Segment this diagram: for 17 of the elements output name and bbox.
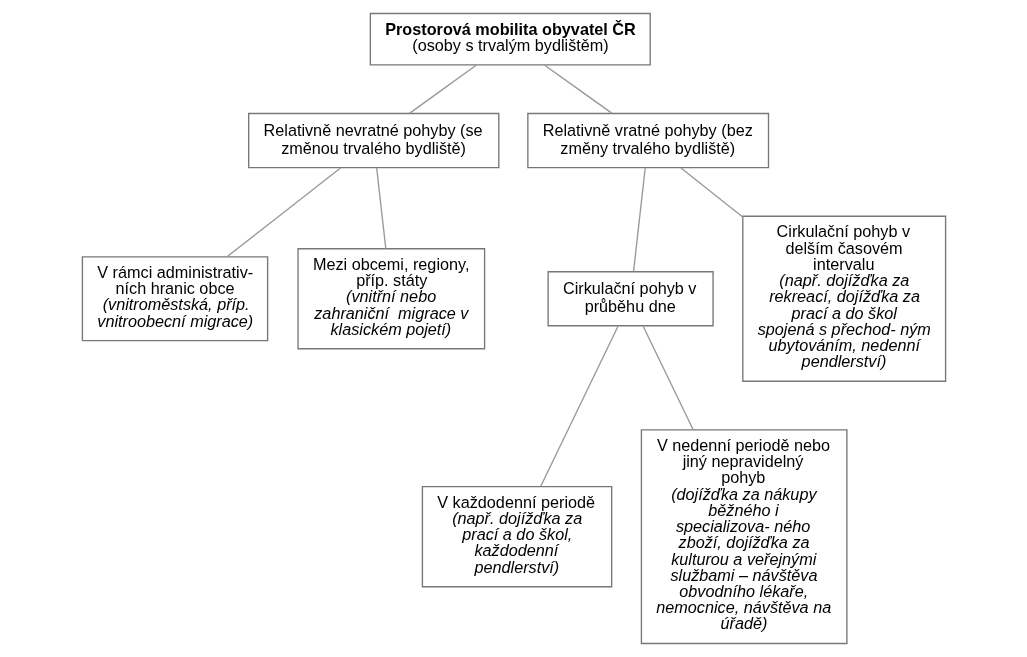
connector (632, 167, 646, 272)
connector (225, 167, 341, 258)
connector (642, 325, 694, 431)
connector (539, 325, 619, 487)
node-box: Prostorová mobilita obyvatel ČR (osoby s trvalým bydlištěm) (369, 12, 651, 66)
node-box: V nedenní periodě nebo jiný nepravidelný pohyb (dojížďka za nákupy běžného i specializova- ného zboží, dojížďka za kulturou a veřejnými službami – návštěva obvodního lékaře, nemocnice, návštěva na úřadě) (640, 429, 848, 645)
connector (408, 64, 477, 115)
node-box: V každodenní periodě (např. dojížďka za prací a do škol, každodenní pendlerství) (421, 486, 612, 588)
node-box: Mezi obcemi, regiony, příp. státy (vnitřní nebo zahraniční migrace v klasickém pojetí) (296, 248, 485, 350)
node-box: Relativně nevratné pohyby (se změnou trvalého bydliště) (247, 112, 499, 169)
node-box: Cirkulační pohyb v delším časovém intervalu (např. dojížďka za rekreací, dojížďka za prací a do škol spojená s přechod- ným ubytováním, nedenní pendlerství) (741, 215, 946, 382)
connector (679, 167, 743, 218)
connector (375, 167, 386, 250)
node-box: V rámci administrativ- ních hranic obce (vnitroměstská, příp. vnitroobecní migrace) (81, 256, 268, 342)
node-box: Cirkulační pohyb v průběhu dne (546, 271, 714, 327)
node-box: Relativně vratné pohyby (bez změny trvalého bydliště) (526, 112, 769, 169)
connector (543, 64, 613, 115)
